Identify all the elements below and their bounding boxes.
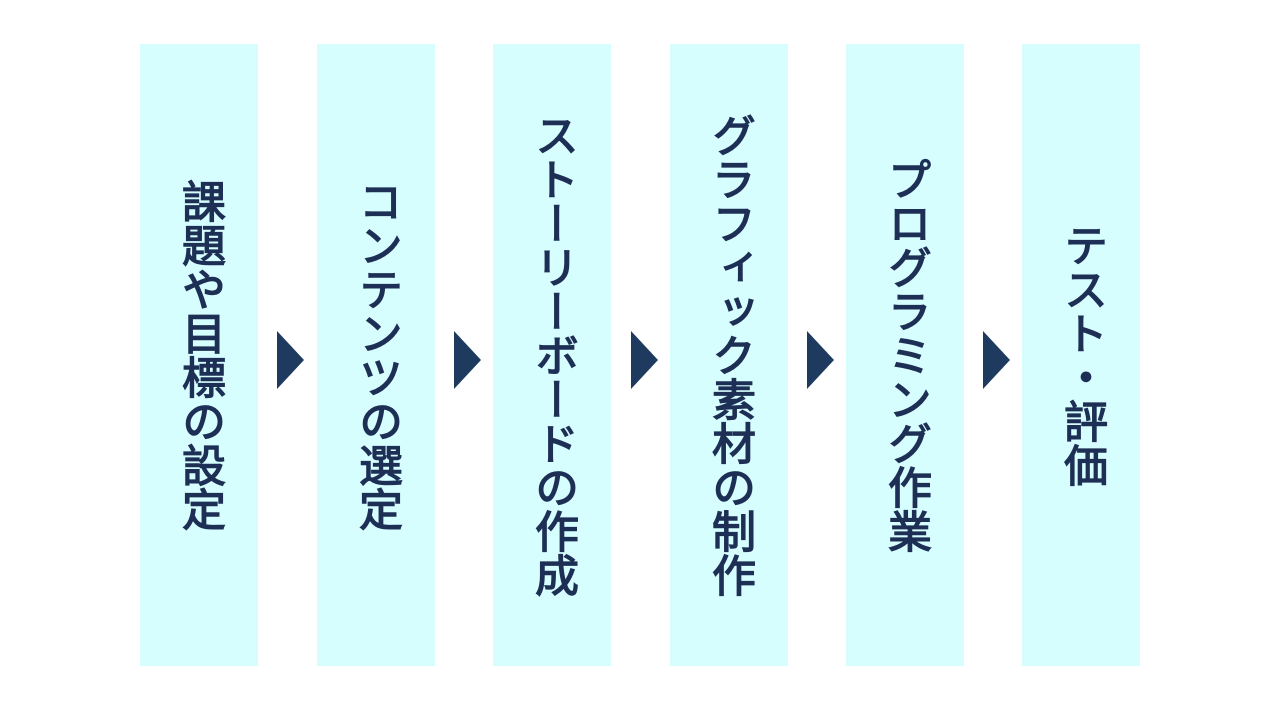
step-6-label: テスト・評価 bbox=[1056, 223, 1107, 487]
step-2-box: コンテンツの選定 bbox=[317, 44, 435, 666]
step-6-box: テスト・評価 bbox=[1022, 44, 1140, 666]
arrow-right-icon bbox=[983, 331, 1010, 389]
step-3-label: ストーリーボードの作成 bbox=[527, 113, 578, 597]
arrow-right-icon bbox=[631, 331, 658, 389]
step-2-label: コンテンツの選定 bbox=[351, 179, 402, 531]
step-3-box: ストーリーボードの作成 bbox=[493, 44, 611, 666]
step-5-label: プログラミング作業 bbox=[880, 157, 931, 553]
step-5-box: プログラミング作業 bbox=[846, 44, 964, 666]
arrow-right-icon bbox=[277, 331, 304, 389]
step-4-label: グラフィック素材の制作 bbox=[704, 113, 755, 597]
arrow-right-icon bbox=[807, 331, 834, 389]
step-1-label: 課題や目標の設定 bbox=[174, 179, 225, 531]
step-1-box: 課題や目標の設定 bbox=[140, 44, 258, 666]
step-4-box: グラフィック素材の制作 bbox=[670, 44, 788, 666]
arrow-right-icon bbox=[454, 331, 481, 389]
